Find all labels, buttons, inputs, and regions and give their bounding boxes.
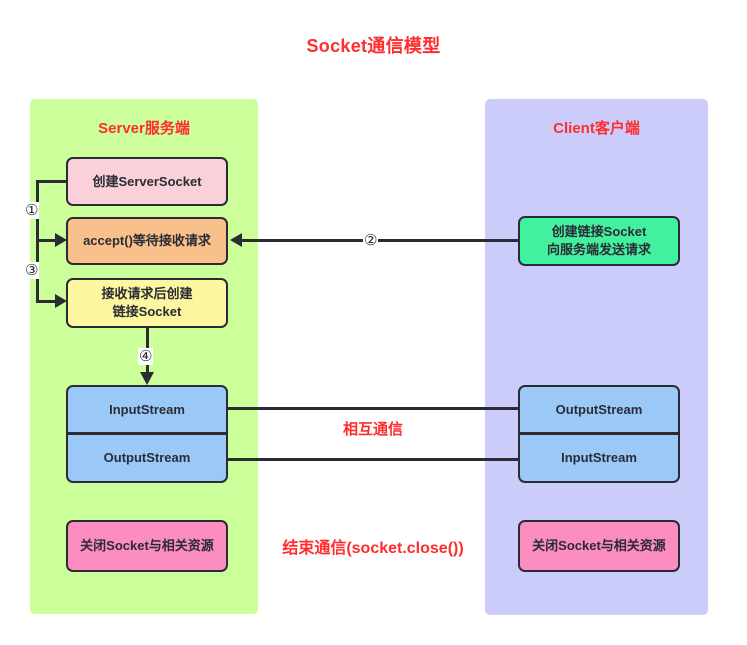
label-mutual-communication: 相互通信 — [342, 421, 403, 438]
node-create-connection-socket[interactable]: 接收请求后创建 链接Socket — [66, 278, 228, 328]
client-panel-title: Client客户端 — [553, 120, 640, 137]
server-node-output-stream[interactable]: OutputStream — [66, 434, 228, 483]
client-node-create-connection-line1: 创建链接Socket — [551, 224, 647, 240]
step-marker-2: ② — [363, 231, 379, 249]
node-accept-wait[interactable]: accept()等待接收请求 — [66, 217, 228, 265]
node-create-server-socket[interactable]: 创建ServerSocket — [66, 157, 228, 206]
flow2-arrowhead-icon — [230, 233, 242, 247]
flow2-connection-line — [242, 239, 520, 242]
step-marker-3: ③ — [24, 261, 40, 279]
flow3-arrowhead-icon — [55, 294, 67, 308]
client-node-create-connection-line2: 向服务端发送请求 — [546, 242, 651, 257]
step-marker-4: ④ — [138, 347, 154, 365]
server-node-close-socket[interactable]: 关闭Socket与相关资源 — [66, 520, 228, 572]
client-node-output-stream[interactable]: OutputStream — [518, 385, 680, 434]
server-panel-title: Server服务端 — [98, 120, 190, 137]
client-node-input-stream[interactable]: InputStream — [518, 434, 680, 483]
node-create-connection-socket-line2: 链接Socket — [112, 304, 182, 319]
client-node-create-connection[interactable]: 创建链接Socket 向服务端发送请求 — [518, 216, 680, 266]
flow1-arrowhead-icon — [55, 233, 67, 247]
flow3-segment-horizontal — [36, 300, 58, 303]
node-create-connection-socket-line1: 接收请求后创建 — [101, 286, 193, 302]
comm-line-server-in-client-out — [228, 407, 520, 410]
step-marker-1: ① — [24, 201, 40, 219]
flow1-segment-horizontal-top — [36, 180, 68, 183]
flow1-segment-horizontal-bottom — [36, 239, 58, 242]
client-node-close-socket[interactable]: 关闭Socket与相关资源 — [518, 520, 680, 572]
label-end-communication: 结束通信(socket.close()) — [282, 540, 464, 557]
server-node-input-stream[interactable]: InputStream — [66, 385, 228, 434]
flow4-arrowhead-icon — [140, 372, 154, 385]
page-title: Socket通信模型 — [306, 36, 441, 56]
comm-line-server-out-client-in — [228, 458, 520, 461]
